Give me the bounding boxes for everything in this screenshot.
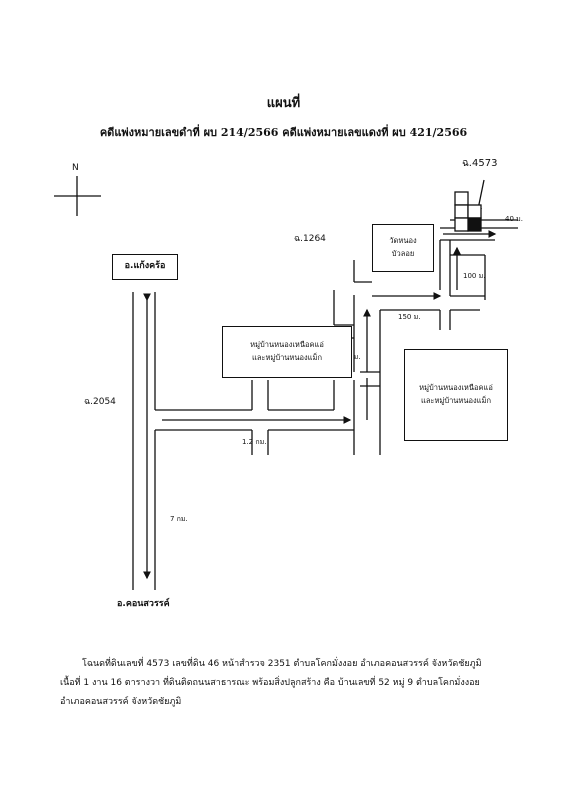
road-150m [354, 219, 518, 330]
compass-icon [54, 176, 101, 216]
khon-sawan-label: อ.คอนสวรรค์ [117, 599, 170, 609]
description-line1: โฉนดที่ดินเลขที่ 4573 เลขที่ดิน 46 หน้าส… [82, 659, 482, 669]
plot-grid [454, 191, 482, 232]
village-box-left: หมู่บ้านหนองเหนือคแอ่ และหมู่บ้านหนองแม็… [222, 326, 352, 378]
temple-label-line1: วัดหนอง [389, 236, 417, 246]
village-right-line2: และหมู่บ้านหนองแม็ก [420, 396, 491, 405]
road-1264-label: ฉ.1264 [294, 234, 326, 244]
case-number-line: คดีแพ่งหมายเลขดำที่ ผบ 214/2566 คดีแพ่งห… [99, 126, 468, 139]
page-title: แผนที่ [266, 96, 301, 111]
description-line3: อำเภอคอนสวรรค์ จังหวัดชัยภูมิ [60, 697, 182, 707]
village-left-line2: และหมู่บ้านหนองแม็ก [251, 353, 322, 362]
land-description: โฉนดที่ดินเลขที่ 4573 เลขที่ดิน 46 หน้าส… [60, 655, 522, 712]
main-road-2054 [132, 292, 156, 590]
north-label: N [72, 163, 79, 173]
khaeng-khro-label: อ.แก้งคร้อ [124, 261, 166, 272]
plot-label: ฉ.4573 [462, 158, 498, 169]
distance-7km: 7 กม. [170, 515, 188, 523]
village-right-line1: หมู่บ้านหนองเหนือคแอ่ [419, 383, 493, 393]
khaeng-khro-box: อ.แก้งคร้อ [112, 254, 178, 280]
distance-100m: 100 ม. [463, 272, 486, 280]
village-box-right: หมู่บ้านหนองเหนือคแอ่ และหมู่บ้านหนองแม็… [404, 349, 508, 441]
description-line2: เนื้อที่ 1 งาน 16 ตารางวา ที่ดินติดถนนสา… [60, 678, 480, 688]
road-to-village [155, 380, 355, 455]
distance-1-2km: 1.2 กม. [242, 438, 267, 446]
temple-label-line2: บัวลอย [391, 249, 415, 258]
distance-40m: 40 ม. [505, 215, 523, 223]
village-left-line1: หมู่บ้านหนองเหนือคแอ่ [250, 340, 324, 350]
distance-150m: 150 ม. [398, 313, 421, 321]
road-2054-label: ฉ.2054 [84, 397, 116, 407]
temple-box: วัดหนอง บัวลอย [372, 224, 434, 272]
